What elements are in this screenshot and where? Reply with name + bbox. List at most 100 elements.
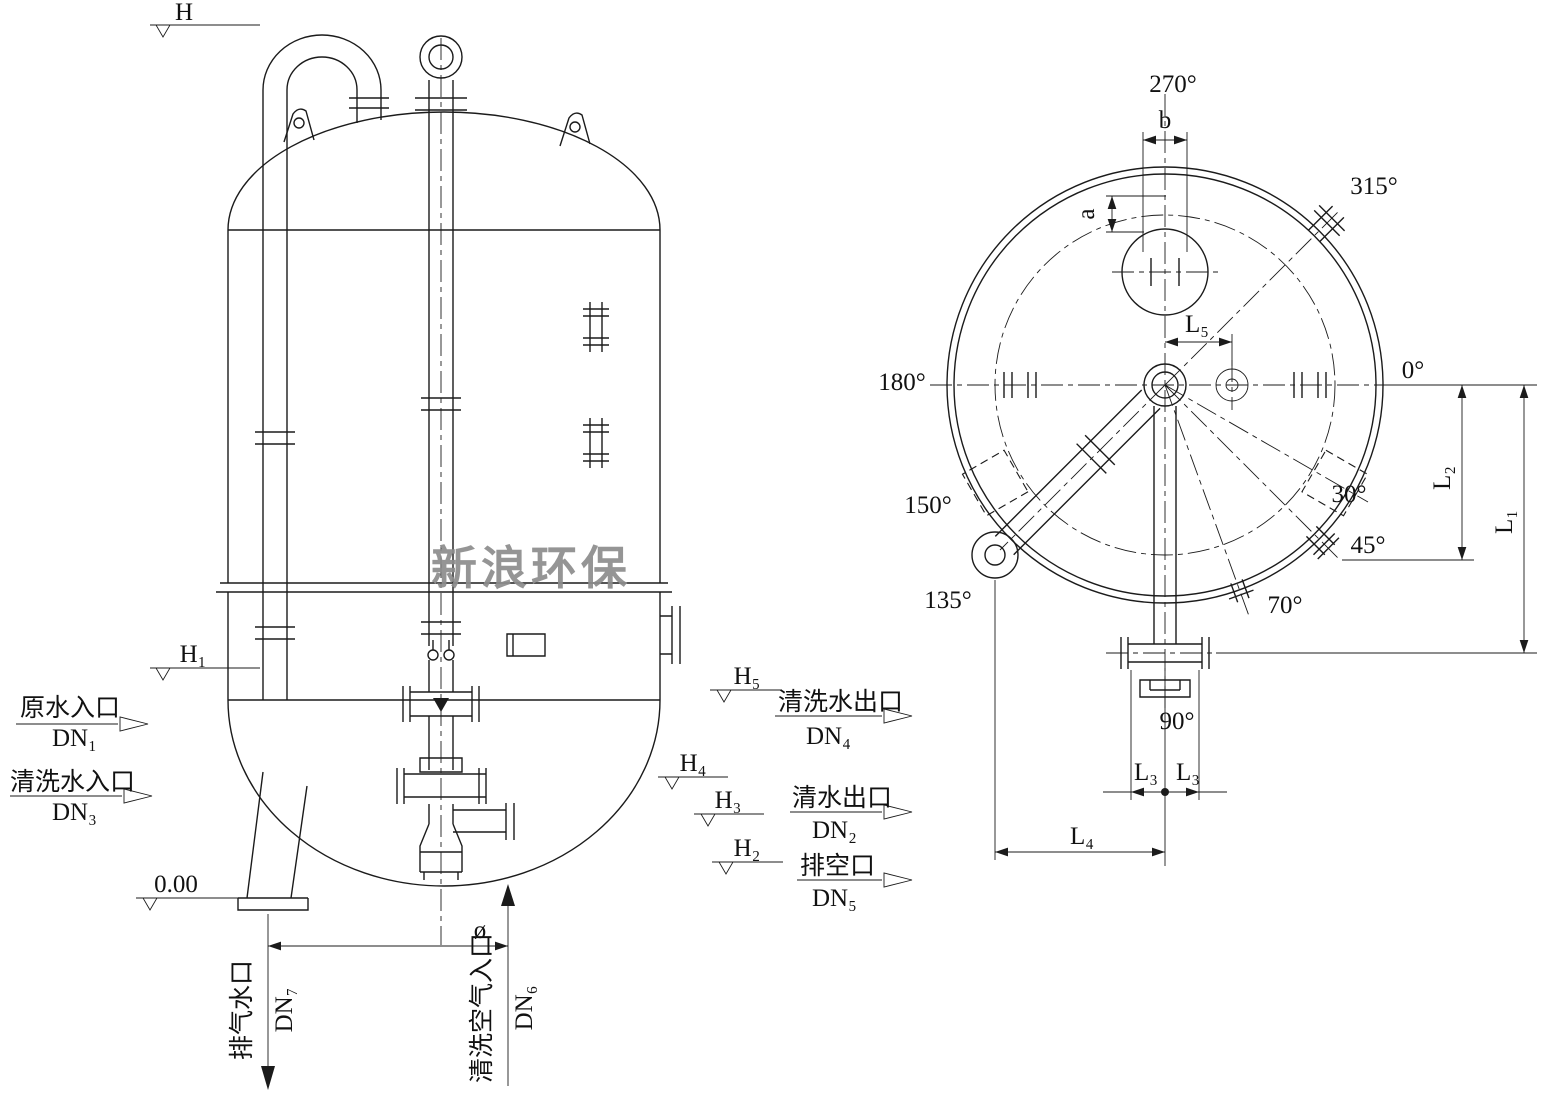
gauge-stems: [432, 640, 450, 650]
port-exhaust-water-dn: DN₇: [271, 988, 298, 1033]
dim-H3-label: H₃: [715, 787, 742, 814]
dim-H5-label: H₅: [734, 663, 761, 690]
dim-H1-label: H₁: [180, 641, 207, 668]
radial-centerlines: [999, 209, 1369, 617]
dim-L5-label: L₅: [1185, 311, 1209, 338]
leader-arrow-drain-port: [883, 872, 913, 888]
port-wash-air-inlet-dn: DN₆: [511, 986, 538, 1031]
dim-L3-extensions: [1103, 670, 1227, 800]
hidden-leg-30-square: [1301, 449, 1369, 517]
diagonal-pipe-135-lines: [994, 389, 1161, 556]
dim-b-label: b: [1159, 107, 1172, 134]
sight-glass-nozzles: [583, 302, 609, 468]
center-pipe-top-ring-inner: [428, 44, 454, 70]
port-clean-water-outlet-dn: DN₂: [812, 817, 857, 844]
port-wash-water-outlet-dn: DN₄: [806, 723, 851, 750]
angle-315-label: 315°: [1350, 173, 1398, 200]
dim-H4-label: H₄: [680, 750, 707, 777]
port-wash-air-inlet-label: 清洗空气入口: [468, 933, 496, 1083]
side-elevation-view: H H₁ 0.00 H₅ H₄ H₃ H₂ 原水入口 DN₁ 清洗水入口 DN₃…: [10, 0, 913, 1090]
angle-45-label: 45°: [1351, 532, 1386, 559]
hidden-leg-150: [961, 449, 1029, 517]
gauge-ticks-180deg: [1003, 372, 1037, 398]
nozzle-stub-70-lines: [1228, 579, 1254, 603]
port-drain-label: 排空口: [800, 852, 875, 880]
angle-0-label: 0°: [1402, 357, 1425, 384]
tank-shell-outline: [216, 111, 672, 887]
inlet-cross-fitting: [402, 660, 480, 770]
dim-zero-label: 0.00: [154, 871, 198, 898]
elevation-flag-H: [150, 24, 260, 38]
gauge-right: [443, 649, 455, 661]
port-wash-water-inlet-label: 清洗水入口: [10, 768, 135, 796]
elevation-flag-H1: [150, 667, 260, 681]
dim-diameter-label: ø: [474, 917, 487, 944]
bottom-pipe-foot: [1139, 679, 1191, 698]
dim-a-extensions: [1106, 195, 1166, 233]
lifting-lug-right: [559, 112, 591, 147]
angle-90-label: 90°: [1160, 708, 1195, 735]
dim-H-label: H: [175, 0, 193, 26]
dim-L4-label: L₄: [1070, 823, 1094, 850]
lower-cross-fitting: [396, 757, 487, 804]
dim-a-label: a: [1073, 208, 1100, 219]
port-raw-water-inlet-dn: DN₁: [52, 725, 97, 752]
leader-arrow-wash-water-inlet: [123, 788, 153, 804]
port-raw-water-inlet-label: 原水入口: [20, 694, 120, 722]
elevation-flag-H5: [710, 689, 782, 703]
nozzle-stub-315: [1308, 204, 1346, 242]
angle-150-label: 150°: [904, 492, 952, 519]
angle-180-label: 180°: [878, 369, 926, 396]
center-pipe-top-ring: [419, 35, 463, 79]
nozzle-stub-45-lines: [1305, 525, 1340, 560]
port-exhaust-water-label: 排气水口: [228, 960, 256, 1060]
elevation-flag-zero: [136, 897, 244, 911]
diagonal-pipe-flange-inner: [984, 544, 1006, 566]
dim-H2-label: H₂: [734, 835, 761, 862]
center-nozzle-inner: [1151, 371, 1179, 399]
shell-bracket: [506, 633, 546, 657]
center-nozzle-outer: [1143, 363, 1187, 407]
port-wash-water-outlet-label: 清洗水出口: [778, 688, 903, 716]
angle-135-label: 135°: [924, 587, 972, 614]
lifting-lug-right-hole: [569, 121, 581, 133]
lifting-lug-left: [283, 108, 315, 143]
dim-L2-label: L₂: [1429, 466, 1456, 490]
port-wash-water-inlet-dn: DN₃: [52, 799, 97, 826]
gauge-ticks-0deg: [1293, 372, 1327, 398]
diagonal-pipe-flange-outer: [971, 531, 1019, 579]
left-riser-pipe: [255, 34, 389, 700]
leader-arrow-clean-water-outlet: [883, 804, 913, 820]
center-pipe: [415, 80, 467, 646]
port-drain-dn: DN₅: [812, 885, 857, 912]
elevation-flag-H2: [712, 861, 783, 875]
down-arrow-exhaust-leader: [261, 1066, 275, 1090]
leader-arrow-raw-water-inlet: [119, 716, 149, 732]
nozzle-stub-70: [1228, 579, 1254, 603]
plan-view: 270° b a 315° 180° 0° L₅ 30° 45° 70° 135…: [878, 71, 1537, 866]
angle-70-label: 70°: [1268, 592, 1303, 619]
dim-L1-label: L₁: [1491, 510, 1518, 534]
nozzle-stub-315-lines: [1308, 204, 1346, 242]
nozzle-stub-45: [1305, 525, 1340, 560]
side-manway-nozzle: [660, 606, 681, 664]
gauge-left: [427, 649, 439, 661]
dim-L3-left-label: L₃: [1134, 759, 1158, 786]
hidden-leg-30: [1301, 449, 1369, 517]
lifting-lug-left-hole: [293, 117, 305, 129]
leader-arrow-wash-water-outlet: [883, 708, 913, 724]
diagonal-pipe-135: [994, 389, 1161, 556]
drain-bell: [419, 804, 463, 880]
angle-30-label: 30°: [1332, 481, 1367, 508]
dim-L3-center-dot: [1161, 788, 1169, 796]
hidden-leg-150-square: [961, 449, 1029, 517]
dim-L3-right-label: L₃: [1176, 759, 1200, 786]
elevation-flag-H4: [658, 776, 728, 790]
watermark: 新浪环保: [431, 543, 631, 594]
clean-water-outlet-pipe: [453, 803, 515, 840]
up-arrow-wash-air-leader: [501, 884, 515, 906]
angle-270-label: 270°: [1149, 71, 1197, 98]
elevation-flag-H3: [694, 813, 764, 827]
